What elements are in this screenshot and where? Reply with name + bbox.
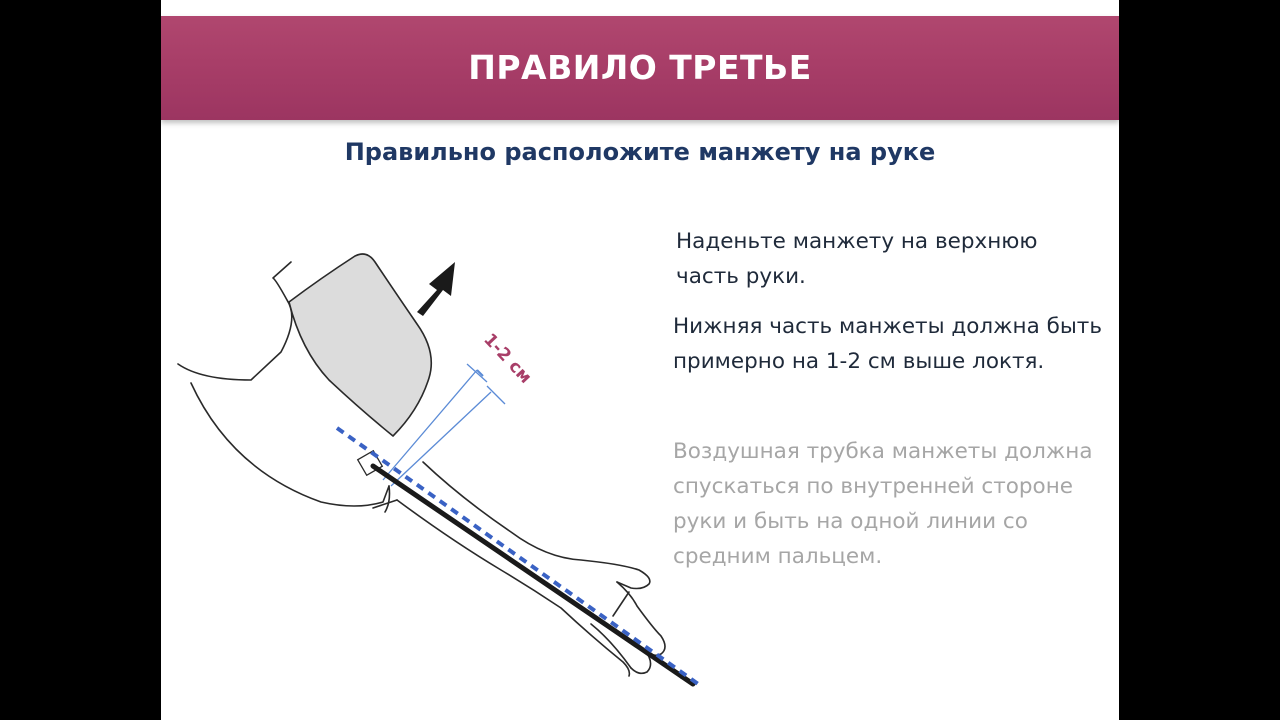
slide-title: ПРАВИЛО ТРЕТЬЕ [468, 48, 812, 87]
arm-cuff-illustration: 1-2 см [177, 253, 703, 688]
arm-outline [177, 261, 696, 685]
title-banner: ПРАВИЛО ТРЕТЬЕ [161, 16, 1119, 120]
measure-label: 1-2 см [479, 330, 535, 388]
slide: ПРАВИЛО ТРЕТЬЕ Правильно расположите ман… [161, 0, 1119, 720]
slide-subtitle: Правильно расположите манжету на руке [344, 138, 936, 166]
cuff-shape [288, 253, 433, 437]
instruction-paragraph-1: Наденьте манжету на верхнюю часть руки. [676, 229, 1038, 289]
instruction-paragraph-3: Воздушная трубка манжеты должна спускать… [673, 439, 1093, 569]
direction-arrow-icon [417, 262, 455, 316]
instruction-paragraph-2: Нижняя часть манжеты должна быть примерн… [673, 314, 1103, 374]
air-tube-line [335, 426, 703, 688]
measurement-arrow-icon [382, 363, 506, 487]
